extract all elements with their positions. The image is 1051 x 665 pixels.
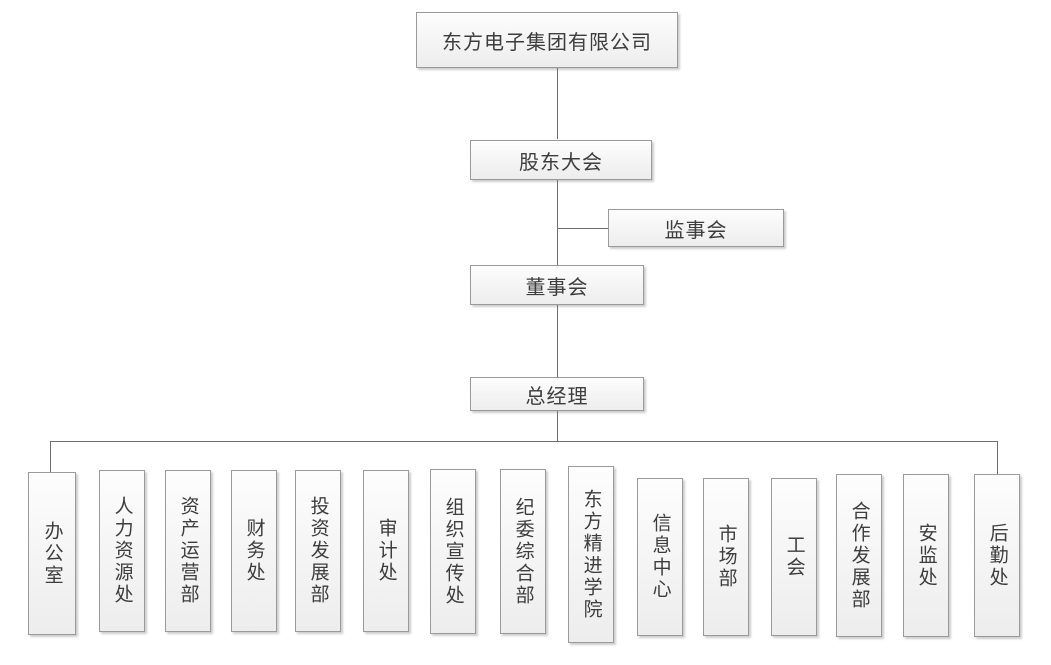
node-department-cooperation-development[interactable]: 合作发展部 <box>836 474 882 637</box>
node-department-information-center[interactable]: 信息中心 <box>637 478 683 636</box>
node-label: 投资发展部 <box>307 496 330 606</box>
node-shareholders-meeting[interactable]: 股东大会 <box>470 140 652 180</box>
node-label: 资产运营部 <box>177 496 200 606</box>
node-label: 安监处 <box>915 522 938 589</box>
node-label: 财务处 <box>243 518 266 584</box>
connector-board-to-gm <box>557 305 558 377</box>
connector-bus-to-last-department <box>997 441 998 474</box>
node-department-human-resources[interactable]: 人力资源处 <box>99 470 145 632</box>
node-department-finance[interactable]: 财务处 <box>231 470 277 632</box>
node-general-manager[interactable]: 总经理 <box>470 377 644 411</box>
node-department-dongfang-academy[interactable]: 东方精进学院 <box>568 466 614 643</box>
node-label: 合作发展部 <box>848 500 871 611</box>
node-department-investment-development[interactable]: 投资发展部 <box>295 470 341 632</box>
connector-gm-to-bus <box>557 411 558 441</box>
node-label: 东方精进学院 <box>580 488 603 621</box>
connector-to-supervisors <box>557 228 609 229</box>
node-label: 市场部 <box>715 524 738 590</box>
node-department-organization-publicity[interactable]: 组织宣传处 <box>430 469 476 634</box>
node-label: 工会 <box>783 535 806 579</box>
node-label: 总经理 <box>525 383 589 408</box>
node-label: 信息中心 <box>649 513 672 601</box>
node-department-office[interactable]: 办公室 <box>28 472 76 635</box>
node-label: 股东大会 <box>519 149 603 174</box>
connector-root-to-shareholders <box>557 68 558 139</box>
node-label: 审计处 <box>375 518 398 584</box>
node-board-of-supervisors[interactable]: 监事会 <box>608 209 784 247</box>
node-label: 监事会 <box>664 217 728 242</box>
node-department-discipline-inspection[interactable]: 纪委综合部 <box>500 469 546 634</box>
node-label: 董事会 <box>525 274 589 299</box>
connector-bus-to-first-department <box>50 441 51 472</box>
node-board-of-directors[interactable]: 董事会 <box>470 265 644 305</box>
node-label: 东方电子集团有限公司 <box>442 29 652 54</box>
connector-shareholders-to-board-spine <box>557 180 558 265</box>
node-department-asset-operations[interactable]: 资产运营部 <box>165 470 211 632</box>
node-company-root[interactable]: 东方电子集团有限公司 <box>416 12 678 68</box>
node-label: 人力资源处 <box>111 496 134 606</box>
department-bus-line <box>50 441 998 442</box>
node-department-marketing[interactable]: 市场部 <box>703 478 749 636</box>
node-label: 纪委综合部 <box>512 496 535 607</box>
node-department-logistics[interactable]: 后勤处 <box>974 474 1020 637</box>
node-department-safety-supervision[interactable]: 安监处 <box>903 474 949 637</box>
node-label: 后勤处 <box>986 522 1009 589</box>
node-department-audit[interactable]: 审计处 <box>363 470 409 632</box>
node-label: 组织宣传处 <box>442 496 465 607</box>
node-department-labor-union[interactable]: 工会 <box>771 478 817 636</box>
node-label: 办公室 <box>41 520 64 587</box>
